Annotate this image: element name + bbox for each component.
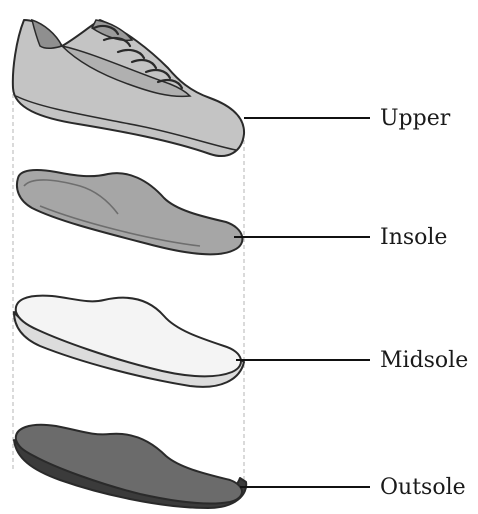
outsole-label: Outsole — [380, 475, 466, 500]
insole-label: Insole — [380, 225, 447, 250]
upper-shoe-illustration — [13, 20, 244, 156]
insole-illustration — [17, 170, 242, 254]
upper-label: Upper — [380, 106, 451, 131]
outsole-illustration — [14, 425, 246, 508]
midsole-label: Midsole — [380, 348, 468, 373]
midsole-illustration — [14, 296, 244, 387]
